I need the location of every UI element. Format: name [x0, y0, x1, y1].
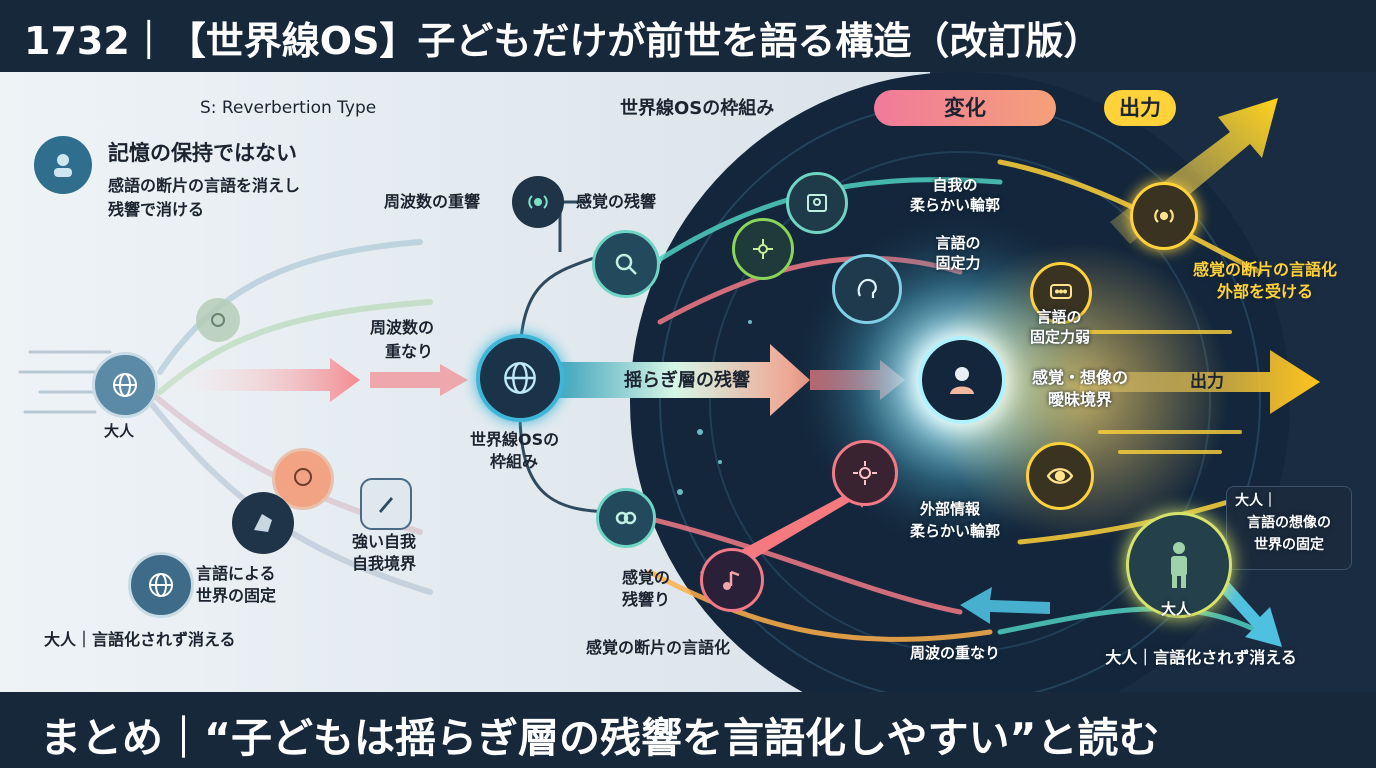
summary-bar: まとめ｜“子どもは揺らぎ層の残響を言語化しやすい”と読む: [0, 692, 1376, 768]
adult-label: 大人: [104, 422, 135, 440]
head-icon: [832, 254, 902, 324]
fragment-ext-line2: 外部を受ける: [1216, 282, 1313, 301]
adult-figure-label: 大人: [1160, 600, 1191, 618]
freq-overlap-label-line1: 周波数の: [370, 318, 435, 337]
person-icon: [1126, 512, 1232, 618]
adult-box-line2: 言語の想像の: [1247, 515, 1331, 531]
freq-echo-label: 周波数の重響: [384, 192, 481, 211]
type-label: S: Reverbertion Type: [200, 98, 377, 118]
user-card-icon: [786, 172, 848, 234]
hub-label-line1: 世界線OSの: [470, 430, 560, 449]
signal-icon: [1130, 182, 1198, 250]
memory-sub-line1: 感語の断片の言語を消えし: [108, 176, 301, 195]
ego-soft-line1: 自我の: [932, 176, 978, 194]
globe-icon: [128, 552, 194, 618]
blur-line1: 感覚・想像の: [1031, 368, 1128, 387]
wave-overlap-label: 周波の重なり: [909, 644, 1000, 662]
left-footer: 大人｜言語化されず消える: [44, 630, 236, 649]
lang-world-line1: 言語による: [196, 564, 276, 583]
fragment-ext-line1: 感覚の断片の言語化: [1192, 260, 1337, 279]
blur-line2: 曖昧境界: [1047, 390, 1112, 409]
lang-fix-weak-line1: 言語の: [1036, 308, 1082, 326]
strong-ego-line2: 自我境界: [352, 554, 417, 573]
adult-box-line1: 大人｜: [1235, 493, 1277, 509]
output-arrow-label: 出力: [1190, 372, 1224, 392]
pen-icon: [360, 478, 412, 530]
globe-icon: [92, 352, 158, 418]
strong-ego-line1: 強い自我: [352, 532, 417, 551]
lang-fix-weak-line2: 固定力弱: [1029, 328, 1090, 346]
ego-soft-line2: 柔らかい輪郭: [909, 196, 1000, 214]
sense-echo2-line2: 残響り: [622, 590, 671, 609]
adult-box: 大人｜ 言語の想像の 世界の固定: [1226, 486, 1352, 570]
hub-label-line2: 枠組み: [490, 452, 539, 471]
lang-world-line2: 世界の固定: [196, 586, 277, 605]
page-title: 1732｜【世界線OS】子どもだけが前世を語る構造（改訂版）: [24, 19, 1102, 63]
right-footer: 大人｜言語化されず消える: [1105, 648, 1297, 667]
sense-echo2-line1: 感覚の: [622, 568, 671, 587]
change-pill: 変化: [874, 90, 1056, 126]
wave-icon: [512, 176, 564, 228]
diagram-canvas: 記憶の保持ではない 感語の断片の言語を消えし 残響で消ける S: Reverbe…: [0, 72, 1376, 692]
gear-icon: [196, 298, 240, 342]
memory-icon: [34, 136, 92, 194]
chat-icon: [1030, 262, 1092, 324]
globe-icon: [476, 334, 564, 422]
framework-title: 世界線OSの枠組み: [620, 98, 775, 119]
lang-fix-line1: 言語の: [935, 234, 981, 252]
shape-icon: [232, 492, 294, 554]
music-icon: [700, 548, 764, 612]
head-icon: [272, 448, 334, 510]
link-icon: [596, 488, 656, 548]
memory-heading: 記憶の保持ではない: [108, 141, 297, 165]
external-line2: 柔らかい輪郭: [909, 522, 1000, 540]
graph-icon: [732, 218, 794, 280]
sense-echo-label: 感覚の残響: [576, 192, 657, 211]
fluct-echo-label: 揺らぎ層の残響: [624, 370, 750, 391]
summary-text: まとめ｜“子どもは揺らぎ層の残響を言語化しやすい”と読む: [40, 714, 1160, 762]
lang-fix-line2: 固定力: [935, 254, 981, 272]
adult-box-line3: 世界の固定: [1254, 537, 1324, 553]
title-bar: 1732｜【世界線OS】子どもだけが前世を語る構造（改訂版）: [0, 0, 1376, 72]
freq-overlap-label-line2: 重なり: [385, 342, 434, 361]
output-pill: 出力: [1104, 90, 1176, 126]
fragment-verbal-label: 感覚の断片の言語化: [586, 638, 731, 657]
external-line1: 外部情報: [919, 500, 980, 518]
eye-icon: [1026, 442, 1094, 510]
compass-icon: [832, 440, 898, 506]
person-icon: [918, 336, 1006, 424]
search-icon: [592, 230, 660, 298]
memory-sub-line2: 残響で消ける: [108, 200, 205, 219]
